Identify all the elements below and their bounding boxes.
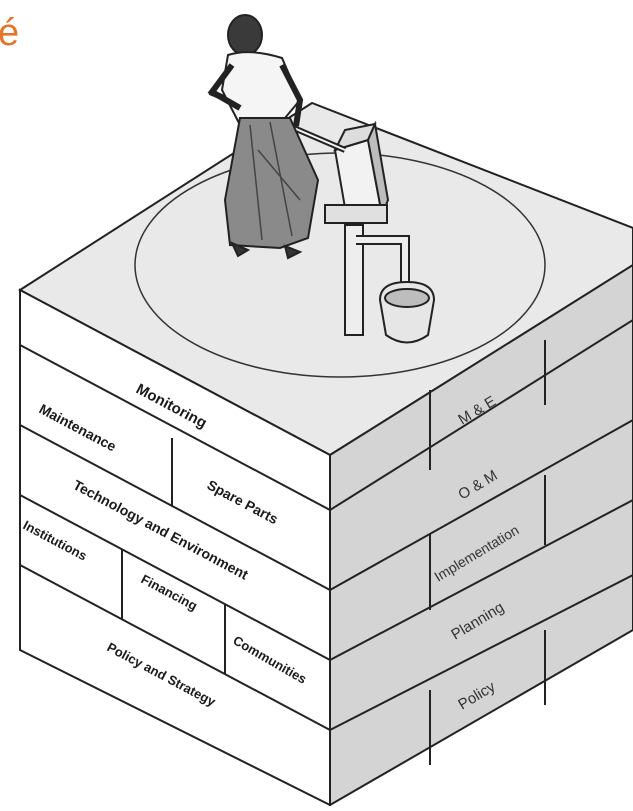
woman-figure-icon bbox=[207, 14, 320, 260]
left-face-joints bbox=[121, 438, 226, 674]
right-face-courses bbox=[329, 319, 633, 731]
bucket-icon bbox=[378, 280, 436, 344]
cropped-heading-letter: é bbox=[0, 12, 20, 54]
left-face-courses bbox=[19, 344, 331, 731]
right-face-joints bbox=[429, 340, 546, 765]
right-face bbox=[329, 263, 633, 807]
